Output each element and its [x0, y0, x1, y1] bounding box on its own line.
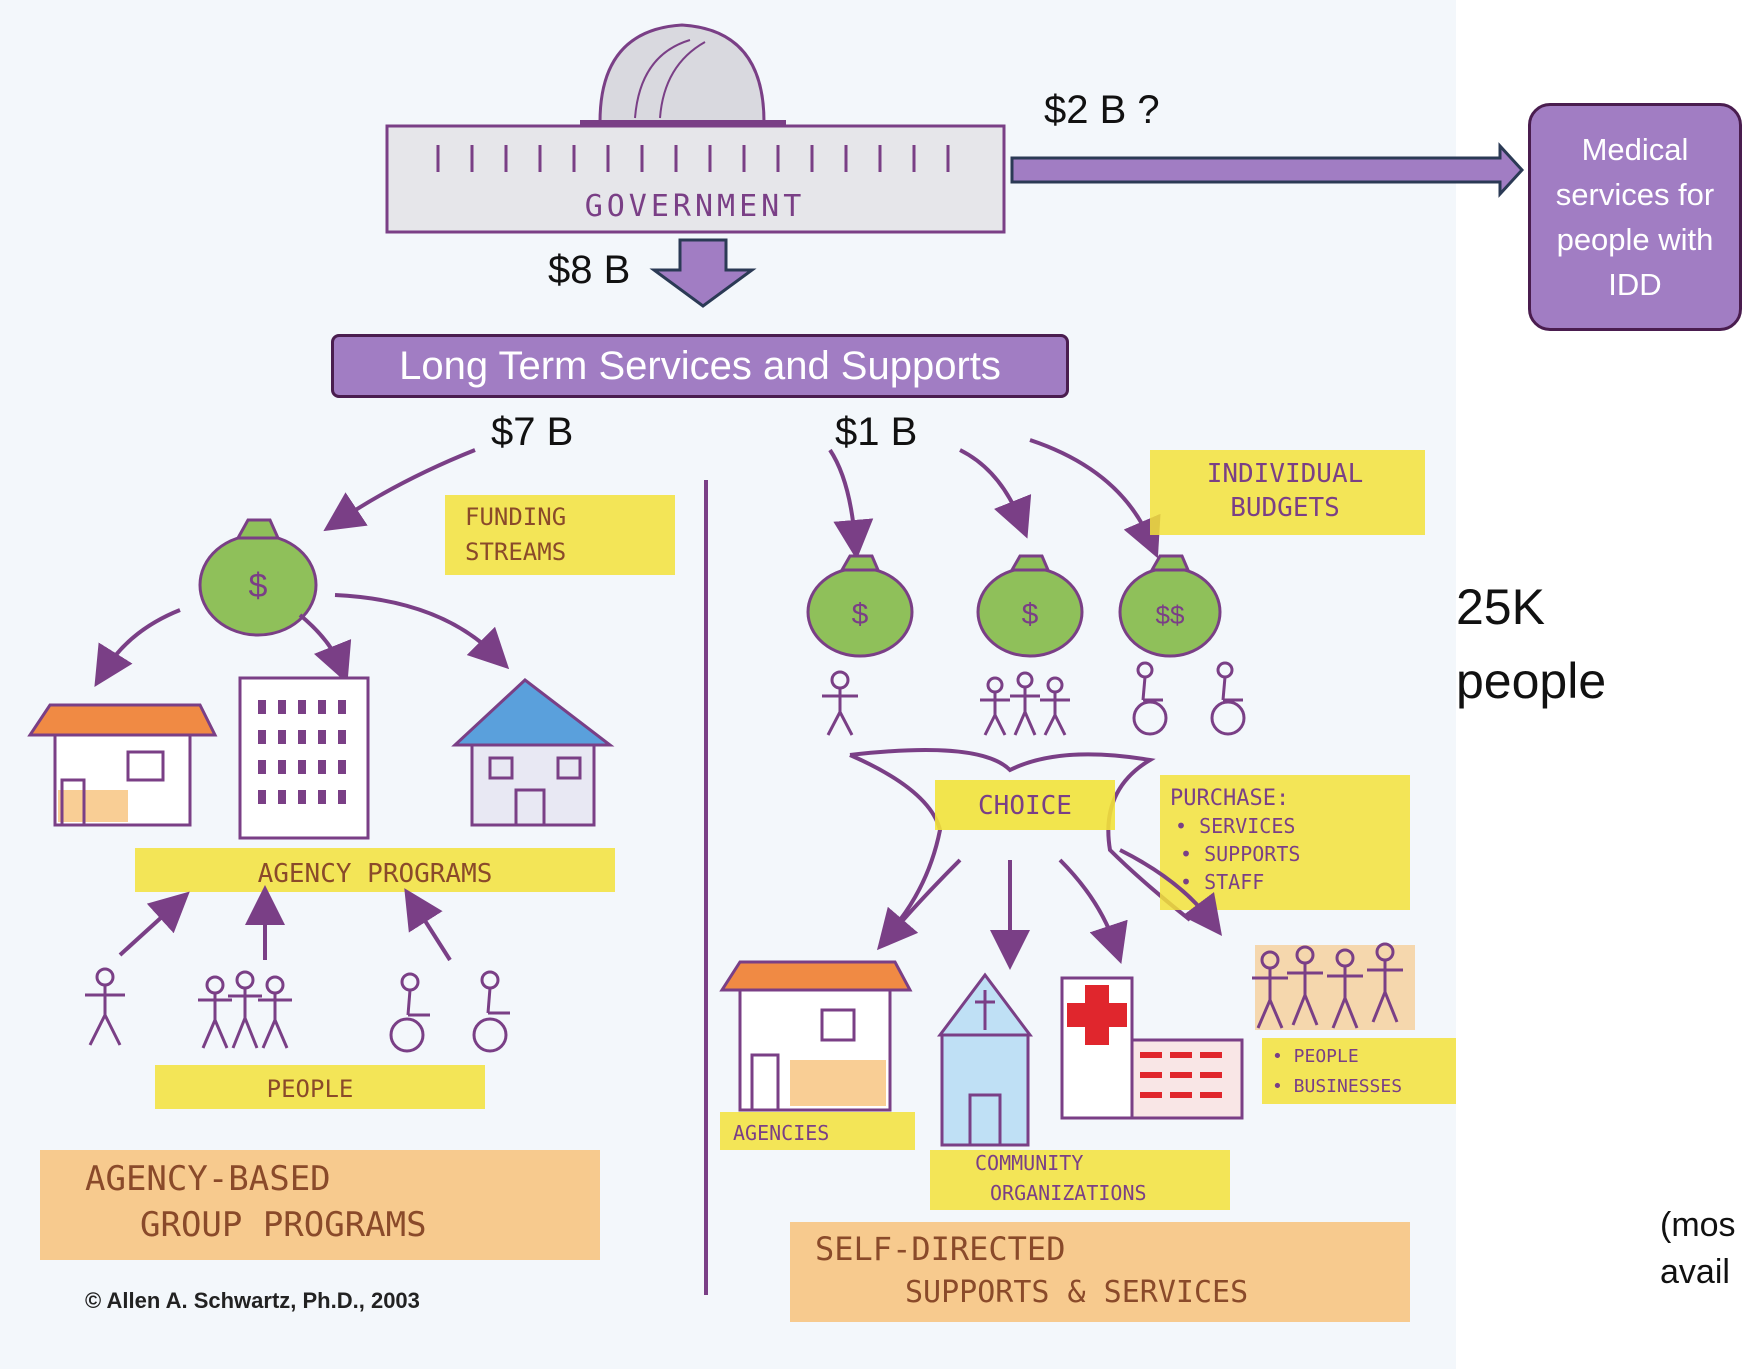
self-directed-amount-label: $1 B: [835, 410, 918, 454]
people-count-line2: people: [1456, 653, 1607, 709]
copyright-text: © Allen A. Schwartz, Ph.D., 2003: [85, 1288, 420, 1313]
wheelchair-icon: [1132, 661, 1246, 736]
ltss-box: Long Term Services and Supports: [331, 334, 1069, 398]
wheelchair-icon: [389, 970, 510, 1053]
ltss-flow-arrow: [649, 238, 757, 308]
choice-highlight: [935, 780, 1115, 830]
agency-programs-label: AGENCY PROGRAMS: [258, 859, 493, 889]
individual-budgets-highlight: [1150, 450, 1425, 535]
government-label: GOVERNMENT: [585, 189, 806, 224]
purchase-line1: PURCHASE:: [1170, 786, 1289, 811]
self-directed-title-line2: SUPPORTS & SERVICES: [905, 1275, 1248, 1310]
choice-label: CHOICE: [978, 791, 1072, 821]
people-businesses-line1: • PEOPLE: [1272, 1046, 1359, 1067]
footnote-line2: avail: [1660, 1253, 1730, 1291]
house-icon: [27, 703, 218, 827]
agencies-highlight: [720, 1112, 915, 1150]
agency-amount-label: $7 B: [491, 410, 574, 454]
agency-house-icon: [719, 960, 913, 1112]
money-bag-icon: $$: [1118, 554, 1222, 658]
svg-text:$: $: [249, 567, 268, 605]
medical-services-box: Medical services for people with IDD: [1528, 103, 1742, 331]
agency-programs-highlight: [135, 848, 615, 892]
blue-roof-house-icon: [451, 678, 615, 827]
individual-budgets-line1: INDIVIDUAL: [1207, 459, 1364, 489]
self-directed-side: INDIVIDUAL BUDGETS $ $ $$: [719, 438, 1456, 1322]
people-label: PEOPLE: [267, 1075, 354, 1103]
svg-text:$$: $$: [1156, 600, 1185, 630]
government-building: GOVERNMENT: [385, 23, 1006, 234]
funding-streams-line2: STREAMS: [465, 538, 566, 566]
purchase-line3: • SUPPORTS: [1180, 842, 1300, 866]
purchase-line4: • STAFF: [1180, 870, 1264, 894]
people-businesses-highlight: [1262, 1038, 1456, 1104]
purchase-line2: • SERVICES: [1175, 814, 1295, 838]
medical-amount-label: $2 B ?: [1044, 88, 1160, 132]
hospital-icon: [1060, 976, 1244, 1120]
agency-title-highlight: [40, 1150, 600, 1260]
people-icon: [85, 967, 292, 1049]
agency-side: FUNDING STREAMS $: [27, 448, 675, 1313]
agency-title-line1: AGENCY-BASED: [85, 1159, 331, 1199]
funding-streams-line1: FUNDING: [465, 503, 566, 531]
footnote-line1: (mos: [1660, 1206, 1736, 1244]
community-line1: COMMUNITY: [975, 1151, 1083, 1175]
church-icon: [937, 972, 1033, 1147]
funding-streams-highlight: [445, 495, 675, 575]
ltss-amount-label: $8 B: [548, 248, 631, 292]
agencies-label: AGENCIES: [733, 1121, 829, 1145]
self-directed-title-highlight: [790, 1222, 1410, 1322]
svg-text:$: $: [852, 598, 869, 631]
money-bag-icon: $: [806, 554, 914, 658]
apartment-building-icon: [238, 676, 370, 840]
community-line2: ORGANIZATIONS: [990, 1181, 1147, 1205]
community-highlight: [930, 1150, 1230, 1210]
individual-budgets-line2: BUDGETS: [1230, 493, 1340, 523]
people-icon: [1252, 942, 1415, 1030]
purchase-highlight: [1160, 775, 1410, 910]
people-highlight: [155, 1065, 485, 1109]
people-count-line1: 25K: [1456, 579, 1545, 635]
people-businesses-line2: • BUSINESSES: [1272, 1076, 1402, 1097]
medical-services-text: Medical services for people with IDD: [1555, 132, 1715, 302]
medical-flow-arrow: [1010, 142, 1525, 198]
self-directed-title-line1: SELF-DIRECTED: [815, 1230, 1065, 1268]
agency-title-line2: GROUP PROGRAMS: [140, 1205, 427, 1245]
people-icon: [822, 670, 1070, 736]
svg-text:$: $: [1022, 598, 1039, 631]
money-bag-icon: $: [198, 518, 318, 637]
money-bag-icon: $: [976, 554, 1084, 658]
